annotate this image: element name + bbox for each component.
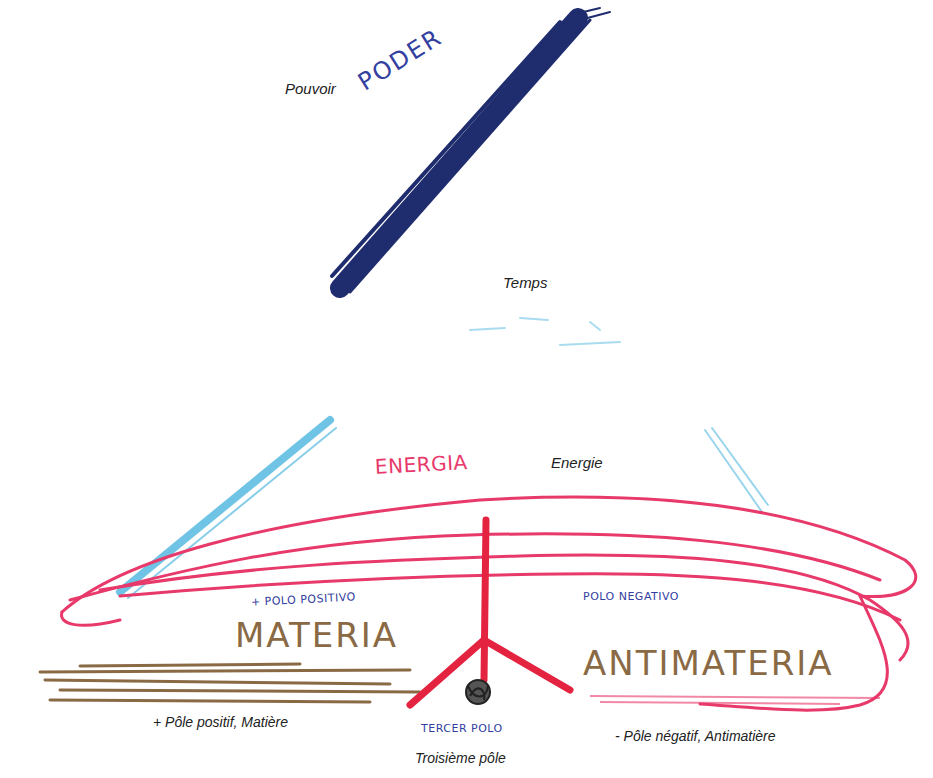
matter-strokes	[40, 664, 420, 702]
handwritten-label: + POLO POSITIVO	[248, 590, 359, 610]
french-label: + Pôle positif, Matière	[150, 714, 291, 731]
third-pole-knot	[466, 680, 490, 704]
energy-band	[62, 497, 916, 710]
handwritten-label: POLO NEGATIVO	[580, 590, 682, 604]
french-label: Pouvoir	[282, 80, 339, 99]
handwritten-label: MATERIA	[232, 616, 401, 655]
antimatter-strokes	[590, 696, 880, 704]
handwritten-label: ANTIMATERIA	[580, 644, 837, 683]
handwritten-label: TERCER POLO	[418, 722, 506, 736]
handwritten-label: PODER	[350, 21, 450, 98]
french-label: - Pôle négatif, Antimatière	[612, 728, 779, 745]
french-label: Troisième pôle	[412, 750, 509, 767]
third-pole-trident	[410, 520, 570, 705]
french-label: Temps	[500, 274, 550, 293]
handwritten-label: ENERGIA	[371, 450, 471, 479]
french-label: Energie	[548, 454, 606, 473]
power-stroke	[332, 8, 610, 292]
